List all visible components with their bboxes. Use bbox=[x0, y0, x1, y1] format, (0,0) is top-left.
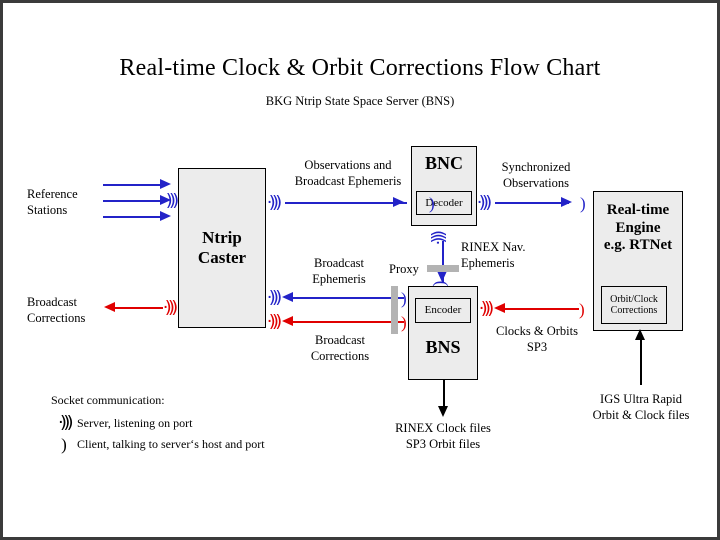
node-realtime-engine-label: Real-time Engine e.g. RTNet bbox=[603, 202, 673, 254]
label-clocks-and-orbits-sp3: Clocks & Orbits SP3 bbox=[496, 324, 578, 355]
client-socket-icon-rte-out: ) bbox=[579, 300, 585, 319]
arrow-clocks-orbits-line bbox=[503, 308, 579, 310]
legend-title: Socket communication: bbox=[51, 393, 165, 407]
arrow-ref-station-3-line bbox=[103, 216, 161, 218]
label-rinex-clock-sp3-files: RINEX Clock files SP3 Orbit files bbox=[395, 421, 491, 452]
client-socket-icon-bns-nav: ) bbox=[429, 280, 449, 287]
node-bns-encoder[interactable]: Encoder bbox=[415, 298, 471, 323]
arrow-rinex-nav-head bbox=[437, 271, 447, 282]
arrow-broadcast-corrections-left-line bbox=[115, 307, 163, 309]
server-socket-icon-caster-eph: ·))) bbox=[266, 288, 283, 308]
legend-item-server: ·))) Server, listening on port bbox=[51, 415, 265, 432]
arrow-igs-head bbox=[635, 329, 645, 340]
legend: Socket communication: ·))) Server, liste… bbox=[51, 393, 265, 457]
label-observations-and-broadcast-ephemeris: Observations and Broadcast Ephemeris bbox=[294, 158, 402, 189]
arrow-broadcast-corrections-left-head bbox=[104, 302, 115, 312]
label-igs-ultra-rapid: IGS Ultra Rapid Orbit & Clock files bbox=[592, 392, 690, 423]
node-ntrip-caster-label: Ntrip Caster bbox=[197, 227, 247, 267]
arrow-obs-to-bnc-line bbox=[285, 202, 407, 204]
arrow-ref-station-3-head bbox=[160, 211, 171, 221]
node-ntrip-caster[interactable]: Ntrip Caster bbox=[178, 168, 266, 328]
label-proxy: Proxy bbox=[389, 262, 419, 276]
node-orbit-clock-corrections[interactable]: Orbit/Clock Corrections bbox=[601, 286, 667, 324]
client-socket-icon-bns-corr: ) bbox=[401, 313, 407, 332]
server-socket-icon-bnc-out: ·))) bbox=[476, 193, 493, 213]
arrow-bns-files-head bbox=[438, 406, 448, 417]
client-socket-icon-bnc-in: ) bbox=[429, 194, 435, 213]
arrow-ref-station-2-line bbox=[103, 200, 161, 202]
arrow-broadcast-corr-mid-line bbox=[291, 321, 404, 323]
arrow-ref-station-1-line bbox=[103, 184, 161, 186]
server-socket-icon-caster-corr: ·))) bbox=[266, 312, 283, 332]
node-bnc-decoder[interactable]: Decoder bbox=[416, 191, 472, 215]
arrow-broadcast-corr-mid-head bbox=[282, 316, 293, 326]
legend-item-server-label: Server, listening on port bbox=[77, 416, 193, 430]
arrow-broadcast-eph-head bbox=[282, 292, 293, 302]
label-broadcast-ephemeris: Broadcast Ephemeris bbox=[312, 256, 366, 287]
server-socket-icon-caster-out: ·))) bbox=[162, 298, 179, 318]
label-reference-stations: Reference Stations bbox=[27, 187, 78, 218]
arrow-ref-station-2-head bbox=[160, 195, 171, 205]
proxy-bar-horizontal bbox=[427, 265, 459, 272]
label-broadcast-corrections-left: Broadcast Corrections bbox=[27, 295, 86, 326]
proxy-bar-vertical bbox=[391, 286, 398, 334]
arrow-sync-obs-head bbox=[561, 197, 572, 207]
server-socket-icon-caster-in: ·))) bbox=[163, 191, 180, 211]
arrow-sync-obs-line bbox=[495, 202, 569, 204]
server-socket-icon-bnc-nav: ·))) bbox=[429, 233, 450, 246]
page-subtitle: BKG Ntrip State Space Server (BNS) bbox=[265, 94, 455, 108]
arrow-ref-station-1-head bbox=[160, 179, 171, 189]
server-socket-icon-caster-obs: ·))) bbox=[266, 193, 283, 213]
node-bns-label: BNS bbox=[425, 337, 461, 357]
arrow-broadcast-eph-line bbox=[291, 297, 404, 299]
server-socket-icon-bns-clk: ·))) bbox=[478, 299, 495, 319]
server-socket-icon: ·))) bbox=[58, 413, 74, 433]
client-socket-icon-bns-eph: ) bbox=[401, 289, 407, 308]
label-synchronized-observations: Synchronized Observations bbox=[501, 160, 571, 191]
arrow-rinex-nav-line bbox=[442, 241, 444, 283]
arrow-igs-line bbox=[640, 339, 642, 385]
label-broadcast-corrections-mid: Broadcast Corrections bbox=[310, 333, 370, 364]
client-socket-icon: ) bbox=[61, 435, 67, 454]
legend-item-client-label: Client, talking to server‘s host and por… bbox=[77, 437, 265, 451]
page-title: Real-time Clock & Orbit Corrections Flow… bbox=[119, 55, 601, 81]
arrow-clocks-orbits-head bbox=[494, 303, 505, 313]
arrow-bns-files-line bbox=[443, 380, 445, 410]
node-bnc-label: BNC bbox=[424, 153, 463, 173]
legend-item-client: ) Client, talking to server‘s host and p… bbox=[51, 435, 265, 454]
client-socket-icon-rte-in: ) bbox=[580, 194, 586, 213]
label-rinex-nav-ephemeris: RINEX Nav. Ephemeris bbox=[461, 240, 526, 271]
arrow-obs-to-bnc-head bbox=[393, 197, 404, 207]
